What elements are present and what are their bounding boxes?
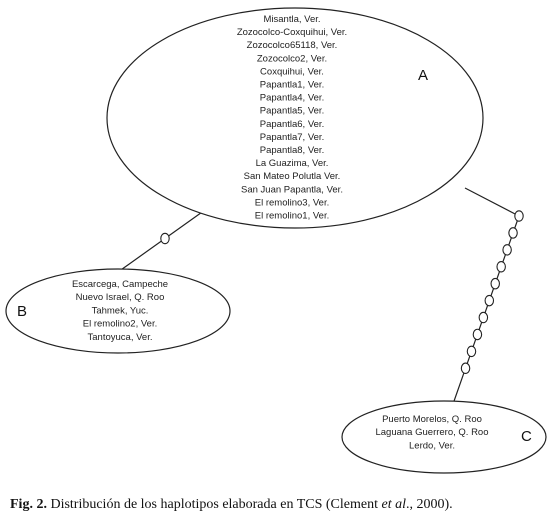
location-label: El remolino3, Ver.: [255, 197, 329, 208]
haplotype-group-a: Misantla, Ver. Zozocolco-Coxquihui, Ver. Z…: [106, 7, 484, 229]
network-links: [117, 187, 524, 405]
location-label: Coxquihui, Ver.: [260, 66, 324, 77]
missing-haplotype-node: [466, 345, 477, 358]
caption-label: Fig. 2.: [10, 497, 47, 512]
location-label: San Mateo Polutla Ver.: [244, 171, 341, 182]
location-label: Papantla6, Ver.: [260, 119, 324, 130]
missing-haplotype-node: [472, 328, 483, 341]
location-label: Papantla4, Ver.: [260, 93, 324, 104]
location-label: Escarcega, Campeche: [72, 279, 168, 290]
location-label: Papantla8, Ver.: [260, 145, 324, 156]
location-label: El remolino1, Ver.: [255, 211, 329, 222]
location-label: Lerdo, Ver.: [409, 440, 455, 451]
group-letter: A: [418, 67, 428, 84]
group-ellipse: [341, 400, 547, 474]
group-letter: B: [17, 303, 27, 320]
location-label: Zozocolco-Coxquihui, Ver.: [237, 27, 347, 38]
location-label: Zozocolco65118, Ver.: [247, 40, 338, 51]
location-label: La Guazima, Ver.: [256, 158, 329, 169]
missing-haplotype-node: [478, 311, 489, 324]
caption-text-after: ., 2000).: [405, 497, 453, 512]
location-label: Nuevo Israel, Q. Roo: [76, 292, 165, 303]
caption-text-before: Distribución de los haplotipos elaborada…: [46, 497, 382, 512]
missing-haplotype-node: [160, 232, 170, 245]
location-label: San Juan Papantla, Ver.: [241, 184, 343, 195]
group-ellipse: [5, 268, 231, 354]
location-label: Papantla1, Ver.: [260, 80, 324, 91]
missing-haplotype-node: [490, 277, 500, 290]
haplotype-network-diagram: Misantla, Ver. Zozocolco-Coxquihui, Ver. Z…: [5, 7, 547, 474]
group-ellipse: [106, 7, 484, 229]
location-label: Tantoyuca, Ver.: [88, 332, 153, 343]
location-label: El remolino2, Ver.: [83, 319, 157, 330]
missing-haplotype-node: [484, 294, 495, 307]
location-label: Laguana Guerrero, Q. Roo: [375, 427, 488, 438]
location-label: Tahmek, Yuc.: [92, 305, 149, 316]
missing-haplotype-node: [502, 244, 512, 256]
location-label: Papantla7, Ver.: [260, 132, 324, 143]
location-label: Puerto Morelos, Q. Roo: [382, 414, 482, 425]
missing-haplotype-node: [514, 210, 524, 222]
missing-haplotype-node: [508, 227, 518, 239]
missing-haplotype-node: [496, 261, 506, 273]
caption-italic: et al: [381, 497, 406, 512]
figure-caption: Fig. 2. Distribución de los haplotipos e…: [10, 497, 545, 513]
location-label: Zozocolco2, Ver.: [257, 53, 327, 64]
network-nodes: Misantla, Ver. Zozocolco-Coxquihui, Ver. Z…: [5, 7, 547, 474]
group-letter: C: [521, 428, 532, 445]
location-label: Papantla5, Ver.: [260, 106, 324, 117]
missing-haplotype-node: [460, 362, 471, 375]
location-label: Misantla, Ver.: [263, 14, 320, 25]
